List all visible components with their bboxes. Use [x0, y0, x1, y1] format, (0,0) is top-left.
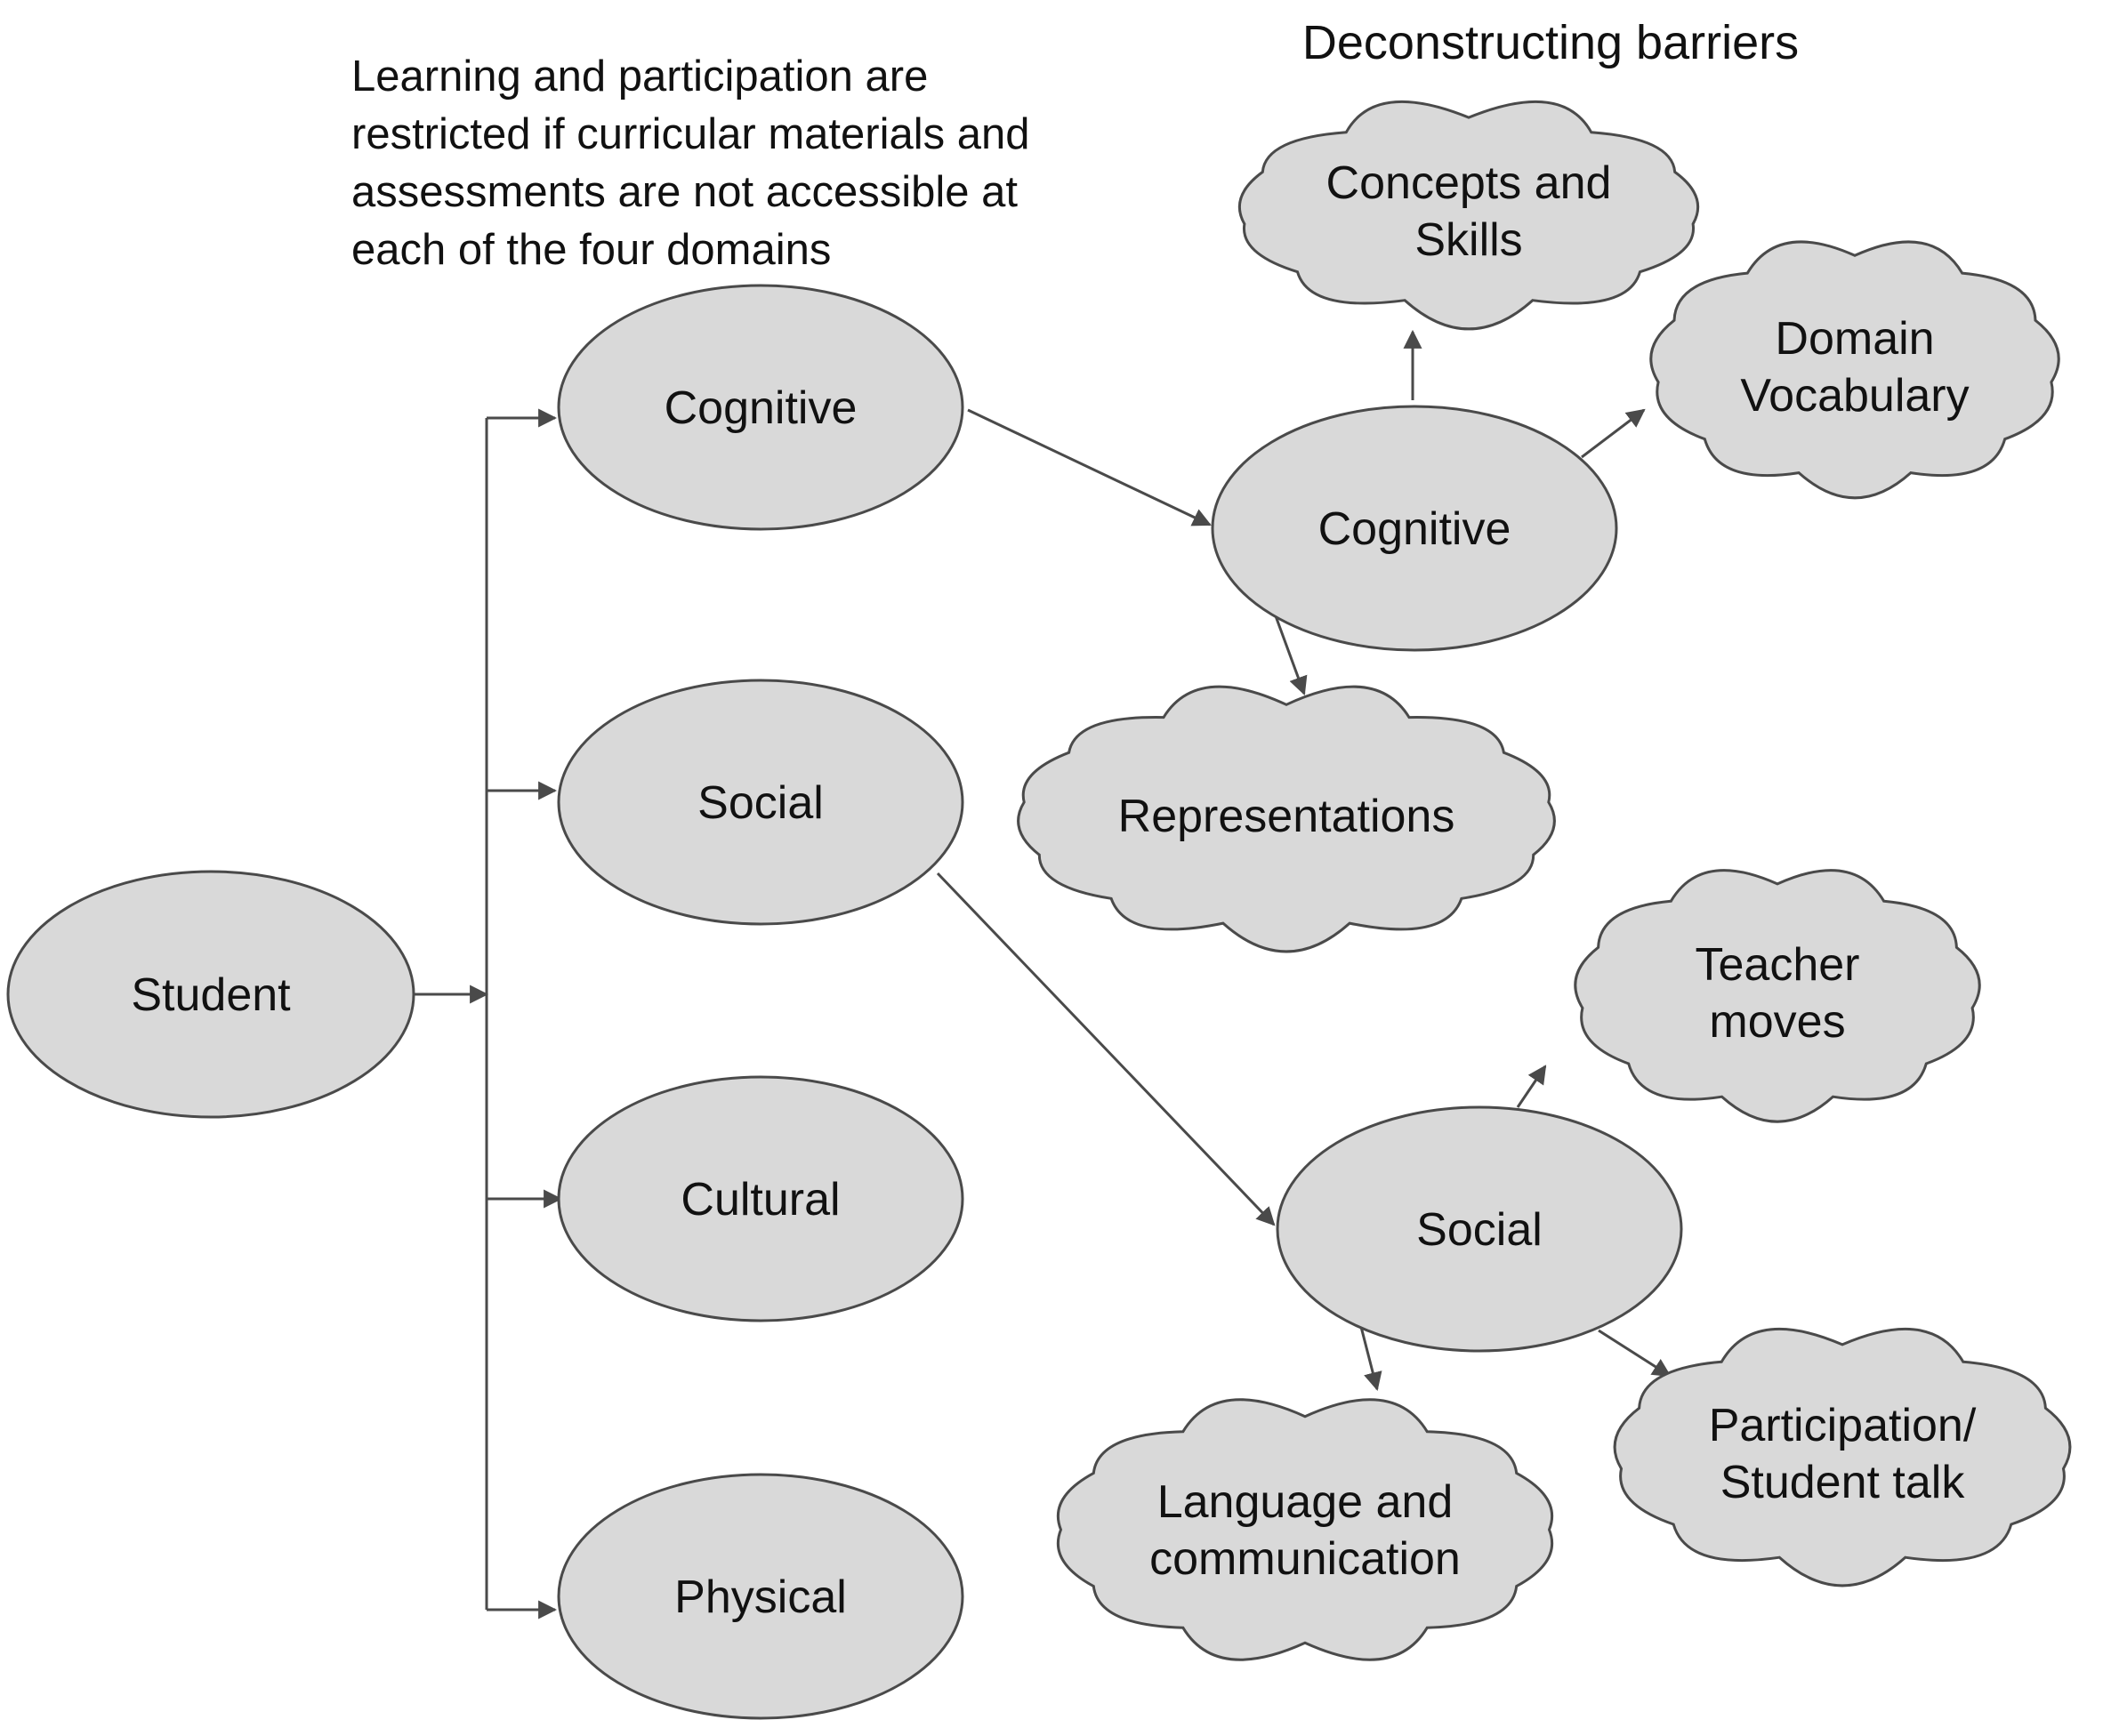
node-label-line: Teacher [1696, 939, 1860, 991]
ellipse-shape [6, 870, 415, 1119]
ellipse-shape [557, 679, 964, 926]
node-label: Cultural [681, 1174, 840, 1226]
node-label-line: Student [131, 969, 291, 1021]
node-label-line: Social [697, 777, 824, 829]
node-label: Representations [1118, 791, 1455, 842]
node-label-line: Domain [1775, 313, 1934, 365]
cloud-shape [1613, 1327, 2072, 1587]
node-physical: Physical [557, 1473, 964, 1720]
edge-cognitive-2-vocabulary [1581, 408, 1646, 459]
note-line: each of the four domains [351, 226, 831, 274]
edge-cognitive-cognitive-2 [967, 408, 1212, 526]
ellipse-shape [1276, 1105, 1683, 1353]
node-label: Student [131, 969, 291, 1021]
node-label-line: Physical [674, 1571, 847, 1623]
ellipse-shape [557, 1473, 964, 1720]
ellipse-shape [1211, 405, 1618, 652]
node-label: Physical [674, 1571, 847, 1623]
note-line: assessments are not accessible at [351, 168, 1018, 216]
node-participation-student-talk: Participation/Student talk [1613, 1327, 2072, 1587]
node-label: Participation/Student talk [1709, 1400, 1977, 1508]
diagram-heading: Deconstructing barriers [1302, 16, 1799, 69]
edges-layer [415, 329, 1672, 1619]
node-cognitive: Cognitive [557, 284, 964, 531]
node-label-line: communication [1149, 1533, 1461, 1585]
node-label: Cognitive [1318, 503, 1511, 555]
node-label-line: Student talk [1720, 1457, 1966, 1508]
diagram-note: Learning and participation are restricte… [351, 52, 1042, 274]
node-label-line: Concepts and [1326, 157, 1612, 209]
node-label-line: Social [1416, 1204, 1543, 1256]
node-label-line: moves [1709, 996, 1845, 1048]
node-label-line: Cognitive [1318, 503, 1511, 555]
edge-social-social-2 [936, 872, 1276, 1226]
cloud-shape [1056, 1398, 1554, 1661]
edge-social-2-teacher-moves [1516, 1065, 1547, 1108]
node-label: Social [697, 777, 824, 829]
note-line: restricted if curricular materials and [351, 110, 1029, 158]
node-label-line: Skills [1414, 214, 1522, 266]
nodes-layer: Student Cognitive Social Cultural Physic… [6, 100, 2072, 1720]
cloud-shape [1574, 869, 1981, 1123]
edge-social-2-participation [1598, 1329, 1672, 1378]
node-social: Social [557, 679, 964, 926]
ellipse-shape [557, 284, 964, 531]
cloud-shape [1017, 685, 1556, 953]
node-representations: Representations [1017, 685, 1556, 953]
cloud-shape [1649, 240, 2060, 500]
node-label: Social [1416, 1204, 1543, 1256]
node-label-line: Language and [1157, 1476, 1454, 1528]
node-student: Student [6, 870, 415, 1119]
note-line: Learning and participation are [351, 52, 928, 100]
edge-cognitive-2-representations [1273, 613, 1308, 695]
node-social-2: Social [1276, 1105, 1683, 1353]
ellipse-shape [557, 1075, 964, 1322]
node-label: Cognitive [665, 382, 858, 434]
edge-social-2-language [1358, 1322, 1382, 1392]
node-label-line: Participation/ [1709, 1400, 1977, 1451]
node-label-line: Cognitive [665, 382, 858, 434]
node-label-line: Representations [1118, 791, 1455, 842]
node-label-line: Vocabulary [1740, 370, 1969, 422]
node-cognitive-2: Cognitive [1211, 405, 1618, 652]
node-label-line: Cultural [681, 1174, 840, 1226]
cloud-shape [1237, 100, 1700, 331]
node-cultural: Cultural [557, 1075, 964, 1322]
